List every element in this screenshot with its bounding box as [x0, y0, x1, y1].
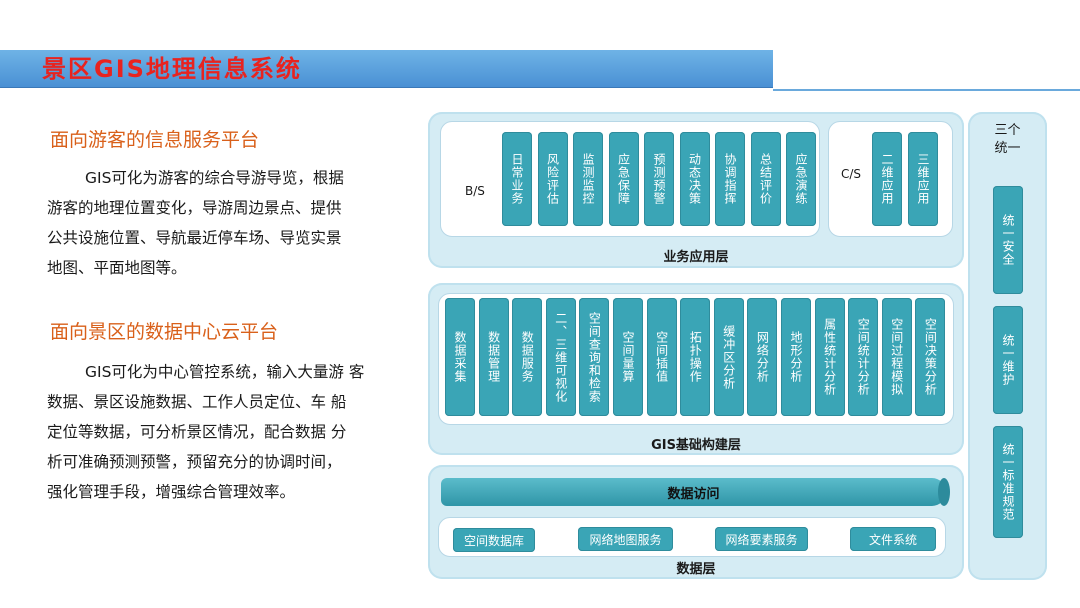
gis-module: 属性统计分析	[814, 298, 845, 416]
text-line: 数据、景区设施数据、工作人员定位、车 船	[47, 393, 347, 411]
unified-title-line: 三个	[994, 123, 1021, 138]
bs-module: 风险评估	[537, 132, 568, 226]
gis-layer-label: GIS基础构建层	[651, 438, 741, 453]
data-source-wms: 网络地图服务	[578, 527, 673, 551]
gis-module: 网络分析	[747, 298, 778, 416]
unified-standards: 统一标准规范	[993, 426, 1023, 538]
unified-title: 三个 统一	[968, 122, 1047, 158]
gis-module: 空间过程模拟	[881, 298, 912, 416]
bs-module: 日常业务	[502, 132, 532, 226]
title-banner: 景区GIS地理信息系统	[0, 50, 773, 88]
bs-module: 应急演练	[786, 132, 816, 226]
gis-module: 空间决策分析	[915, 298, 946, 416]
bs-module: 动态决策	[679, 132, 710, 226]
text-line: 地图、平面地图等。	[47, 259, 187, 277]
text-line: 析可准确预测预警，预留充分的协调时间，	[47, 453, 342, 471]
section-heading-visitor: 面向游客的信息服务平台	[50, 129, 260, 151]
bs-module: 预测预警	[644, 132, 674, 226]
bs-module: 应急保障	[608, 132, 639, 226]
unified-security: 统一安全	[993, 186, 1023, 294]
gis-module: 空间统计分析	[848, 298, 879, 416]
section-heading-datacenter: 面向景区的数据中心云平台	[50, 321, 279, 343]
data-access-cylinder: 数据访问	[441, 478, 950, 506]
text-line: 强化管理手段，增强综合管理效率。	[47, 483, 296, 501]
bs-label: B/S	[465, 184, 485, 198]
gis-module: 数据管理	[478, 298, 509, 416]
text-line: GIS可化为中心管控系统，输入大量游 客	[85, 363, 365, 381]
gis-module: 数据采集	[445, 298, 475, 416]
bs-module: 协调指挥	[715, 132, 745, 226]
gis-module: 空间插值	[646, 298, 677, 416]
data-source-spatial-db: 空间数据库	[453, 528, 535, 552]
cs-label: C/S	[841, 167, 862, 181]
section-text-visitor: GIS可化为游客的综合导游导览，根据 游客的地理位置变化，导游周边景点、提供 公…	[47, 163, 407, 283]
business-layer-label: 业务应用层	[663, 250, 729, 265]
data-source-filesystem: 文件系统	[850, 527, 936, 551]
text-line: 公共设施位置、导航最近停车场、导览实景	[47, 229, 342, 247]
bs-module: 监测监控	[573, 132, 603, 226]
gis-module: 缓冲区分析	[713, 298, 744, 416]
gis-module: 拓扑操作	[680, 298, 711, 416]
data-access-label: 数据访问	[667, 486, 720, 502]
gis-module: 空间量算	[613, 298, 643, 416]
text-line: GIS可化为游客的综合导游导览，根据	[85, 169, 344, 187]
data-source-wfs: 网络要素服务	[715, 527, 808, 551]
title-underline	[773, 89, 1080, 91]
unified-maintenance: 统一维护	[993, 306, 1023, 414]
text-line: 定位等数据，可分析景区情况，配合数据 分	[47, 423, 347, 441]
text-line: 游客的地理位置变化，导游周边景点、提供	[47, 199, 342, 217]
gis-module: 地形分析	[781, 298, 811, 416]
page-title: 景区GIS地理信息系统	[42, 55, 302, 83]
gis-module: 二、三维可视化	[545, 298, 576, 416]
cs-module: 二维应用	[872, 132, 902, 226]
cs-module: 三维应用	[908, 132, 938, 226]
unified-title-line: 统一	[994, 141, 1021, 156]
section-text-datacenter: GIS可化为中心管控系统，输入大量游 客 数据、景区设施数据、工作人员定位、车 …	[47, 357, 407, 507]
bs-module: 总结评价	[750, 132, 781, 226]
data-layer-label: 数据层	[676, 562, 716, 577]
gis-module: 空间查询和检索	[579, 298, 610, 416]
gis-module: 数据服务	[512, 298, 543, 416]
